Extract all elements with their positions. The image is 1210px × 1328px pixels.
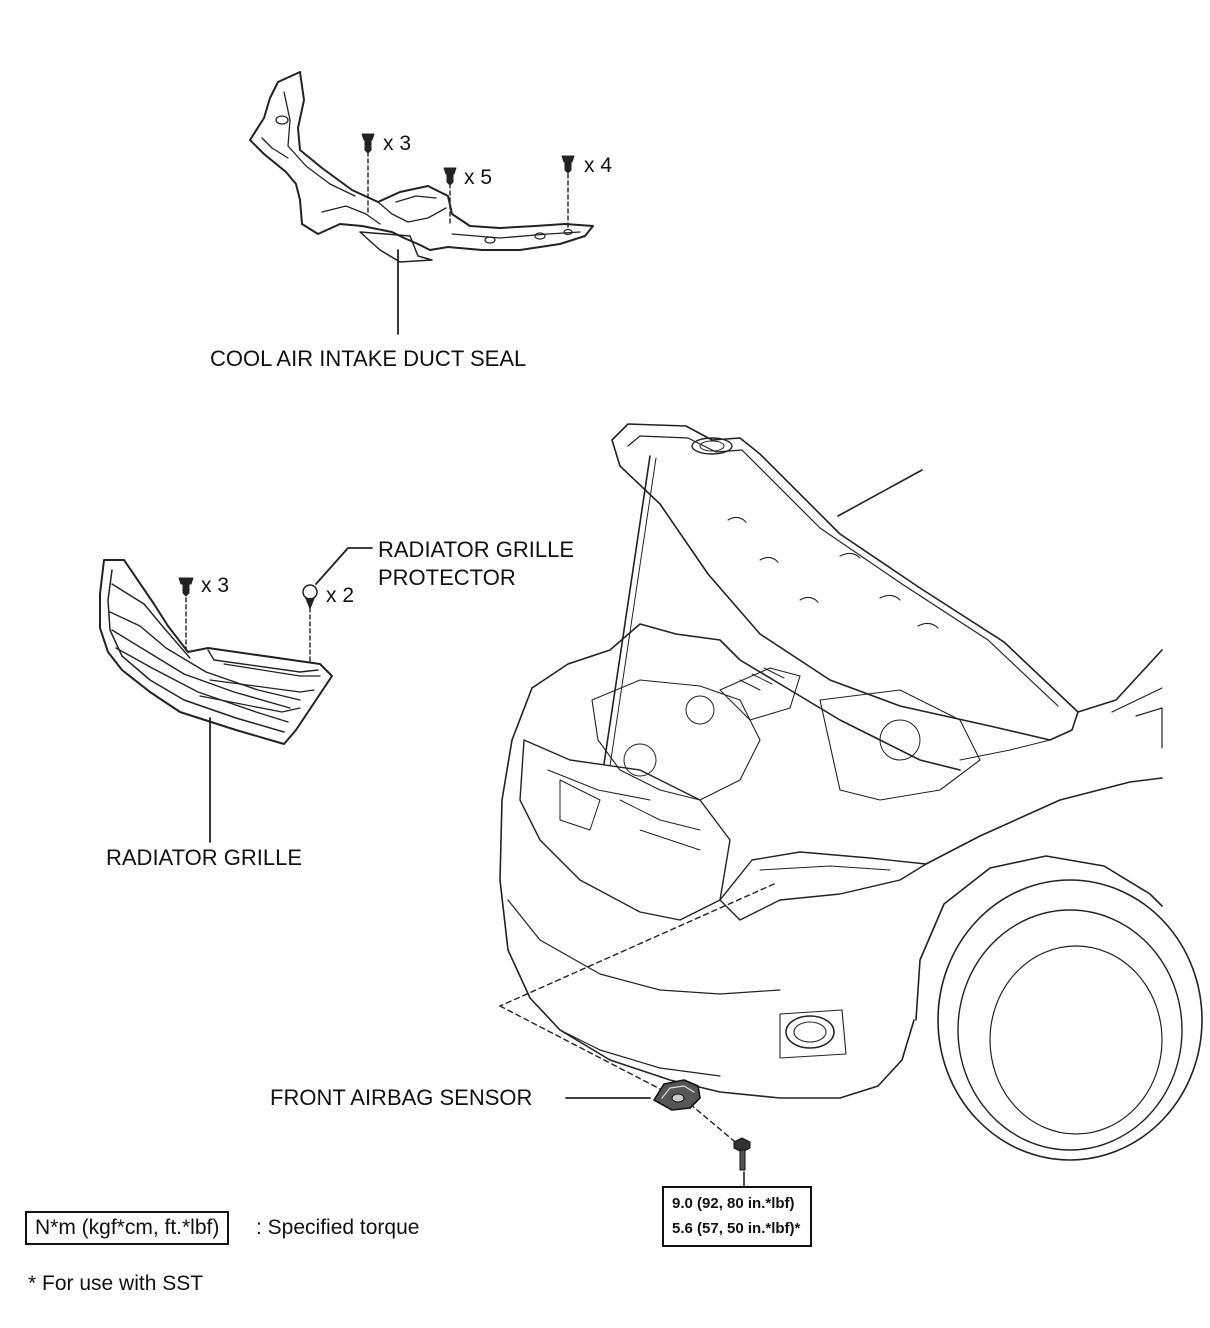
- fastener-count-label: x 2: [326, 584, 355, 607]
- cool-air-intake-duct-seal-part: [249, 71, 594, 335]
- front-airbag-sensor-label: FRONT AIRBAG SENSOR: [270, 1085, 533, 1110]
- clip-icon: [561, 155, 575, 174]
- protector-leader: [315, 547, 373, 585]
- fastener-count-label: x 5: [464, 166, 493, 189]
- torque-spec-standard: 9.0 (92, 80 in.*lbf): [672, 1195, 795, 1212]
- sensor-location-lines: [499, 883, 775, 1147]
- torque-spec-box: 9.0 (92, 80 in.*lbf) 5.6 (57, 50 in.*lbf…: [662, 1186, 813, 1247]
- protector-clip-icon: [302, 584, 318, 609]
- fastener-count-label: x 3: [201, 574, 230, 597]
- sst-footnote: * For use with SST: [28, 1272, 204, 1295]
- cool-air-intake-duct-seal-label: COOL AIR INTAKE DUCT SEAL: [210, 346, 527, 371]
- torque-unit-legend-text: : Specified torque: [256, 1216, 420, 1239]
- fastener-count-label: x 3: [383, 132, 412, 155]
- torque-unit-legend-box: N*m (kgf*cm, ft.*lbf): [25, 1211, 230, 1245]
- bolt-icon: [733, 1137, 751, 1171]
- radiator-grille-label: RADIATOR GRILLE: [106, 845, 303, 870]
- radiator-grille-protector-label-line2: PROTECTOR: [378, 565, 516, 590]
- vehicle-front-illustration: [499, 423, 1203, 1161]
- clip-icon: [178, 577, 194, 597]
- torque-spec-with-sst: 5.6 (57, 50 in.*lbf)*: [672, 1220, 801, 1237]
- front-airbag-sensor-part: [653, 1079, 701, 1111]
- radiator-grille-part: [99, 559, 333, 843]
- radiator-grille-protector-label-line1: RADIATOR GRILLE: [378, 537, 575, 562]
- clip-icon: [443, 167, 457, 186]
- fastener-count-label: x 4: [584, 154, 613, 177]
- clip-icon: [361, 133, 375, 154]
